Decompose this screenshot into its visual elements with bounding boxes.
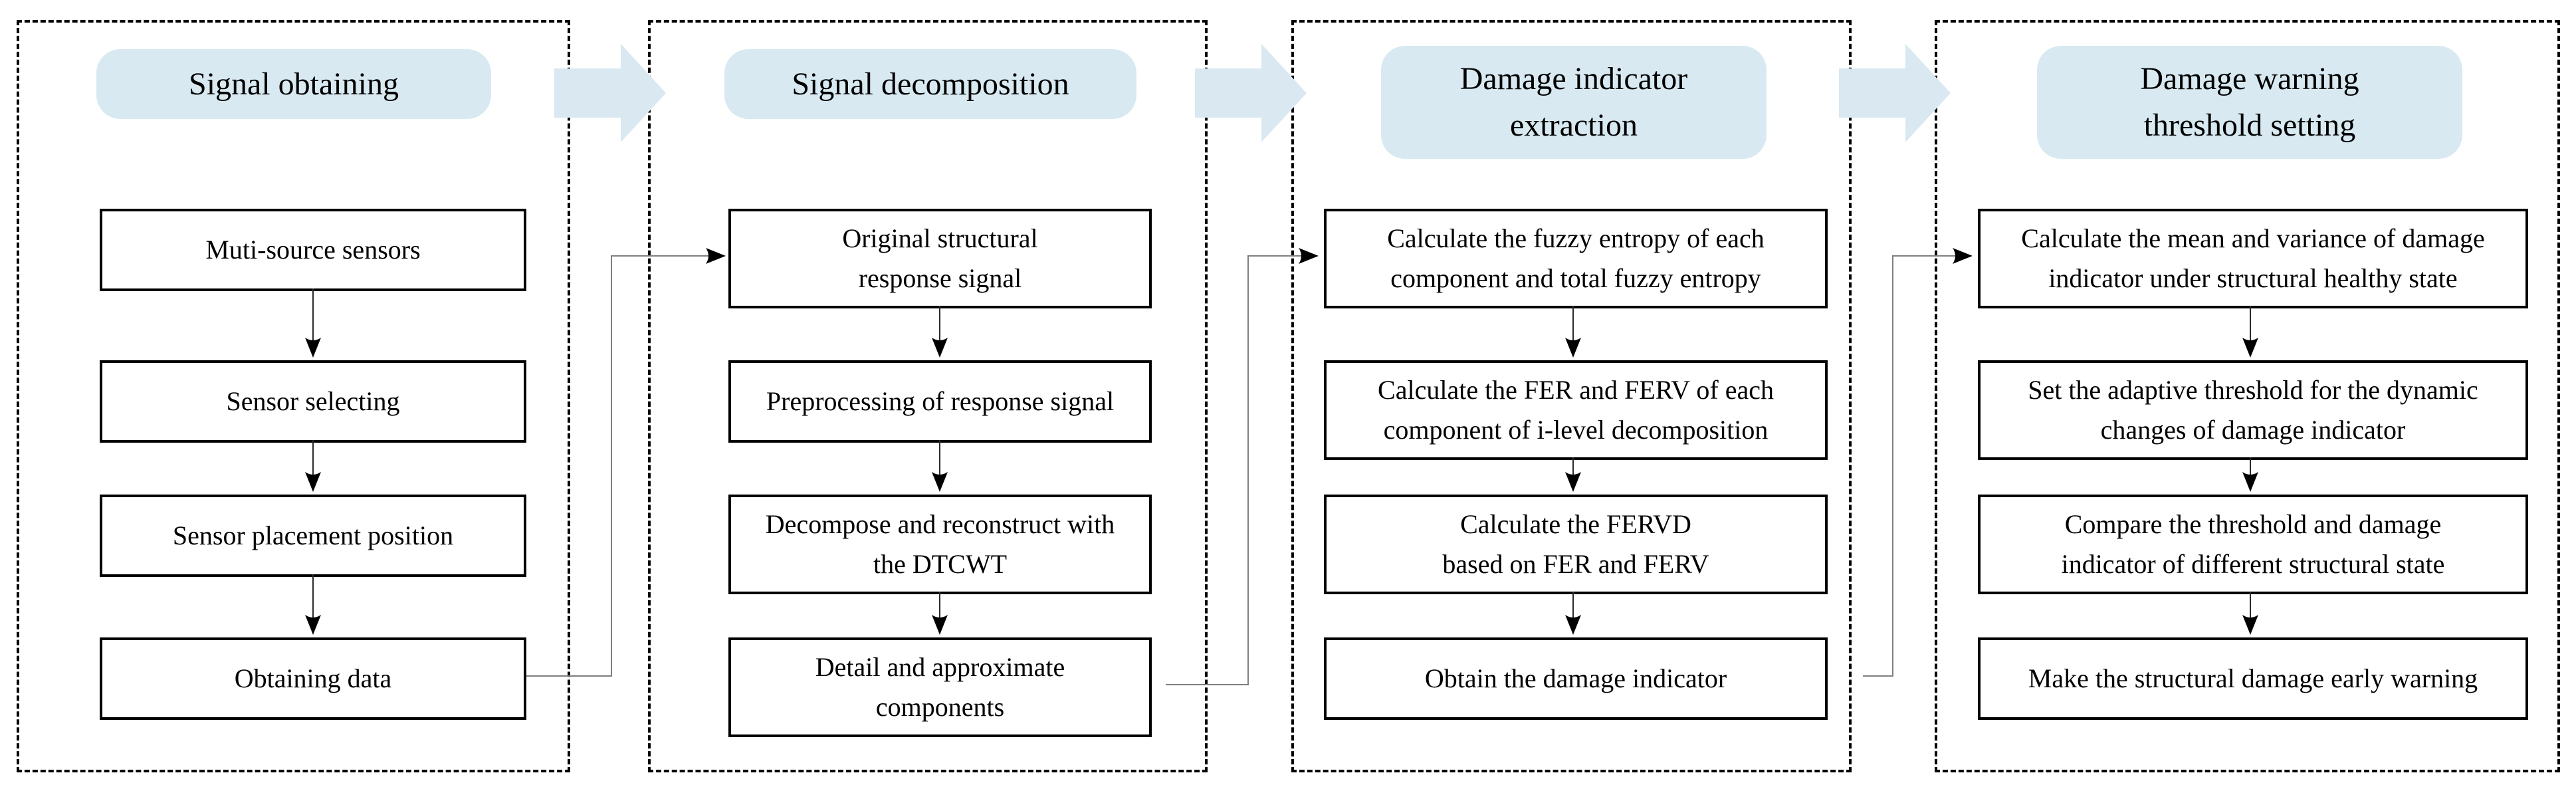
stage-title: Signal decomposition (792, 66, 1069, 102)
step-box: Muti-source sensors (100, 209, 526, 291)
step-box: Obtaining data (100, 637, 526, 720)
step-box: Make the structural damage early warning (1978, 637, 2528, 720)
stage-flow-right-block-arrow-icon (1839, 44, 1951, 142)
step-box: Sensor selecting (100, 360, 526, 443)
step-box: Detail and approximate components (728, 637, 1152, 737)
stage-title-pill: Damage warning threshold setting (2037, 46, 2462, 159)
stage-title-pill: Damage indicator extraction (1381, 46, 1767, 159)
step-box: Decompose and reconstruct with the DTCWT (728, 495, 1152, 594)
step-box: Calculate the FER and FERV of each compo… (1324, 360, 1828, 460)
stage-title: Damage indicator extraction (1459, 61, 1688, 143)
step-box: Sensor placement position (100, 495, 526, 577)
stage-flow-right-block-arrow-icon (1195, 44, 1307, 142)
step-box: Preprocessing of response signal (728, 360, 1152, 443)
step-box: Obtain the damage indicator (1324, 637, 1828, 720)
stage-title-pill: Signal decomposition (724, 49, 1136, 119)
step-box: Compare the threshold and damage indicat… (1978, 495, 2528, 594)
stage-panel-signal-decomposition: Signal decomposition Original structural… (648, 20, 1208, 772)
stage-title: Signal obtaining (189, 66, 399, 102)
stage-panel-damage-indicator-extraction: Damage indicator extraction Calculate th… (1291, 20, 1852, 772)
step-box: Original structural response signal (728, 209, 1152, 308)
step-box: Calculate the fuzzy entropy of each comp… (1324, 209, 1828, 308)
stage-title-pill: Signal obtaining (96, 49, 491, 119)
step-box: Set the adaptive threshold for the dynam… (1978, 360, 2528, 460)
step-box: Calculate the mean and variance of damag… (1978, 209, 2528, 308)
stage-title: Damage warning threshold setting (2140, 61, 2359, 143)
stage-panel-signal-obtaining: Signal obtaining Muti-source sensors Sen… (17, 20, 570, 772)
step-box: Calculate the FERVD based on FER and FER… (1324, 495, 1828, 594)
stage-panel-damage-warning-threshold-setting: Damage warning threshold setting Calcula… (1935, 20, 2560, 772)
